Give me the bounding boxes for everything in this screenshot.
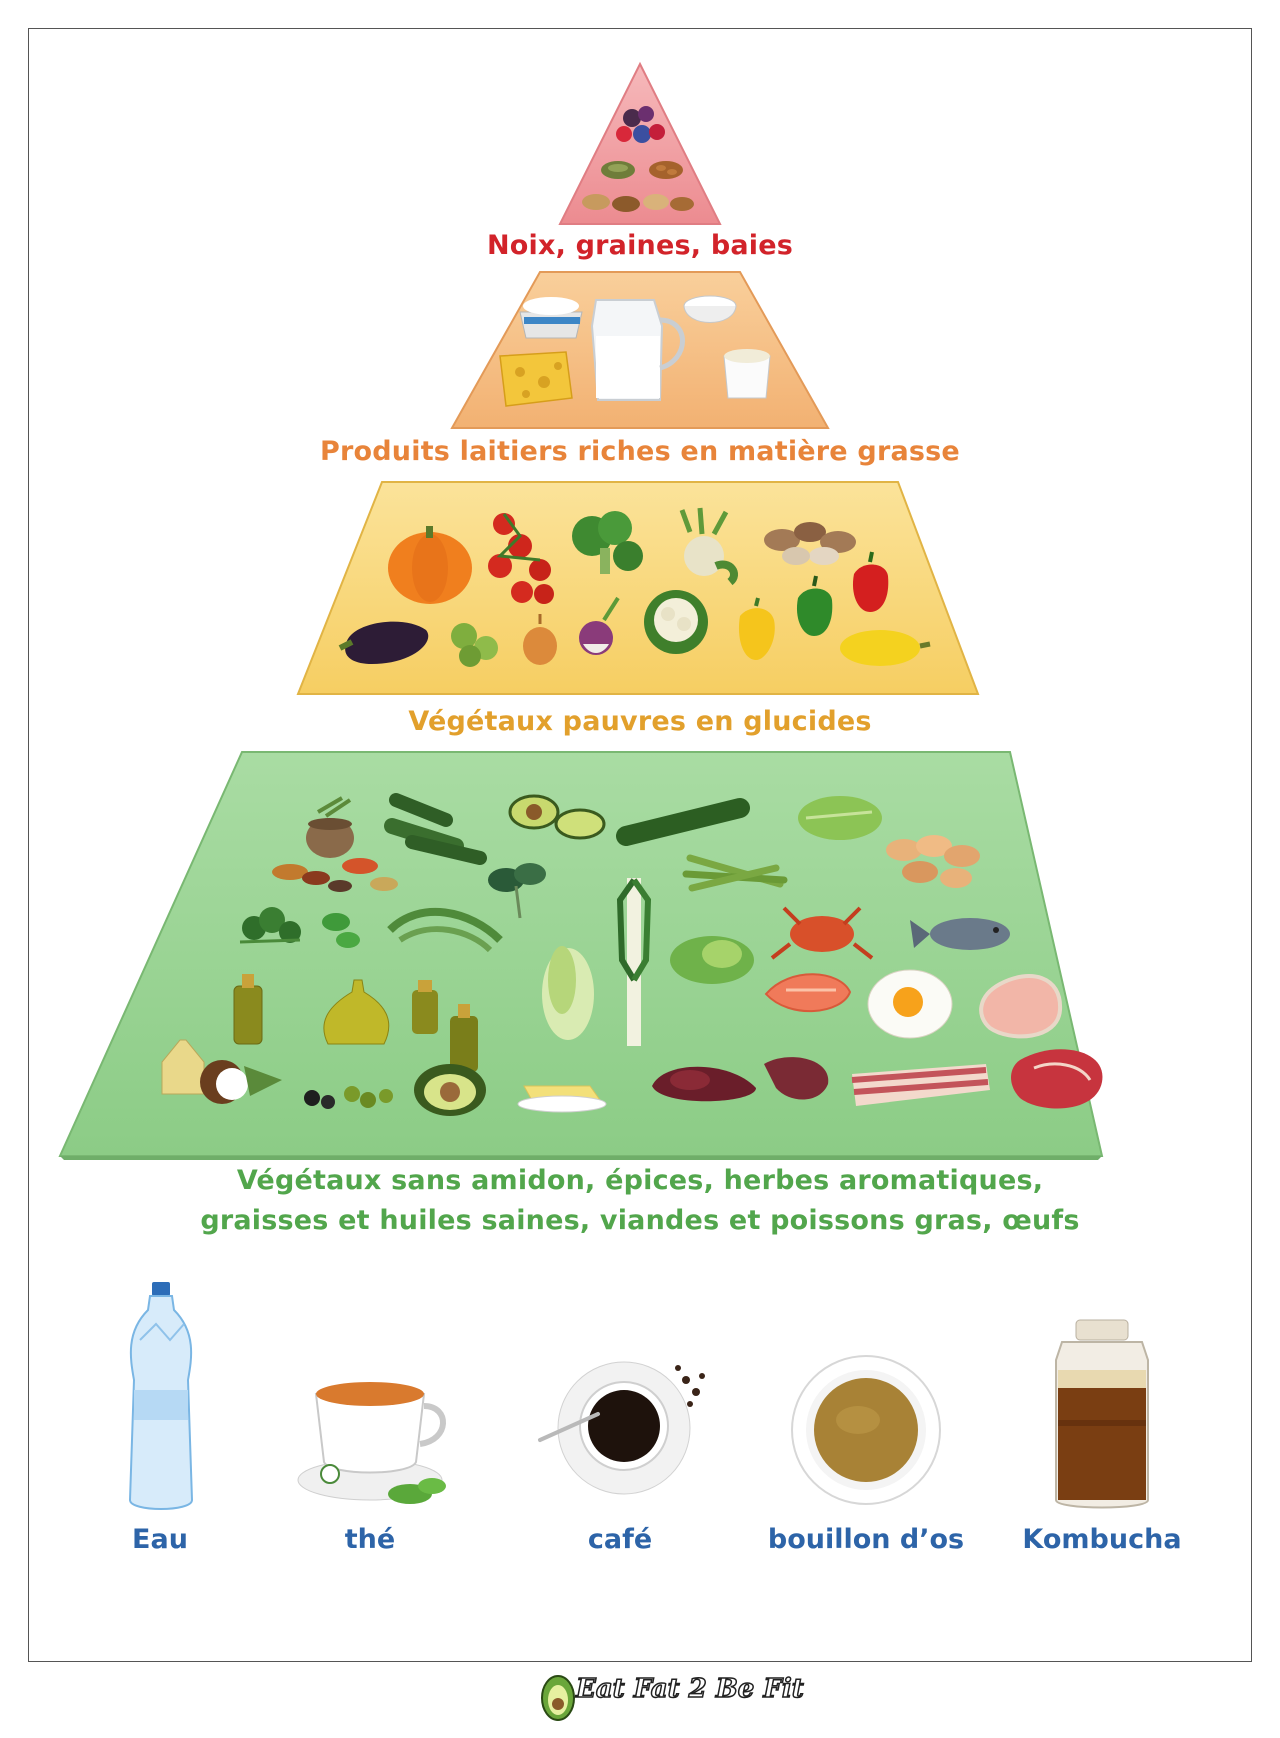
napa-cabbage-icon [542,946,594,1040]
romaine-icon [670,936,754,984]
drink-label-water: Eau [132,1524,188,1555]
kale-icon [488,863,546,919]
tier-label-low-carb-vegetables: Végétaux pauvres en glucides [408,706,872,737]
tier-label-nuts-seeds-berries: Noix, graines, baies [486,230,794,261]
drink-label-coffee: café [587,1524,653,1555]
drink-label-tea: thé [344,1524,396,1555]
tier-low-carb-vegetables [296,481,980,695]
tier-label-base-line1: Végétaux sans amidon, épices, herbes aro… [236,1165,1044,1196]
lettuce-icon [798,796,882,840]
cucumber-icon [616,798,750,846]
drink-kombucha: Kombucha [1002,1280,1202,1555]
drink-label-bone-broth: bouillon d’os [767,1524,965,1555]
coconut-icon [200,1060,282,1104]
berries-icon [616,106,665,143]
chicken-icon [886,835,980,888]
olive-oil-icon [161,974,478,1095]
broccoli-icon [572,511,643,574]
brussels-sprouts-icon [451,623,498,667]
yogurt-bowl-icon [683,295,737,323]
salmon-icon [764,973,852,1013]
drink-label-kombucha: Kombucha [1022,1524,1182,1555]
tier-base [58,751,1104,1160]
leek-icon [616,878,652,1046]
dill-icon [387,907,503,953]
milk-jug-icon [590,299,685,401]
liver-icon [652,1066,756,1102]
fried-egg-icon [867,969,953,1039]
eggplant-icon [338,621,429,664]
almonds-icon [649,161,683,179]
drink-coffee: café [520,1280,720,1555]
poster-frame [28,28,1252,1662]
yellow-pepper-icon [738,597,775,660]
cream-cheese-icon [519,297,583,339]
asparagus-icon [682,854,788,892]
avocado-icon [508,794,606,840]
brand-logo: Eat Fat 2 Be Fit [538,1666,804,1726]
coffee-cup-icon [538,1361,705,1495]
turnip-icon [579,596,620,655]
tier-label-base-line2: graisses et huiles saines, viandes et po… [200,1205,1080,1236]
red-pepper-icon [852,551,889,612]
seeds-icon [601,161,635,179]
tomatoes-icon [488,513,554,604]
green-pepper-icon [796,575,833,636]
kombucha-jar-icon [1055,1319,1149,1509]
mushrooms-icon [764,522,856,565]
olives-icon [304,1086,393,1109]
cauliflower-icon [644,590,708,654]
yogurt-cup-icon [723,349,771,399]
tier-full-fat-dairy [450,271,830,429]
bacon-icon [851,1064,990,1106]
butter-icon [517,1085,607,1113]
logo-text: Eat Fat 2 Be Fit [575,1673,804,1705]
nuts-icon [582,194,694,212]
basil-icon [322,913,360,948]
water-bottle-icon [128,1282,194,1510]
spaghetti-squash-icon [840,630,931,666]
celeriac-icon [679,507,738,586]
spices-icon [272,796,398,892]
parsley-icon [239,907,301,944]
fish-icon [910,918,1010,950]
avocado-logo-icon [541,1675,575,1721]
pumpkin-icon [388,526,472,604]
heart-icon [764,1057,829,1100]
drink-tea: thé [270,1280,470,1555]
tier-nuts-seeds-berries [558,61,722,225]
avocado-half-icon [414,1064,486,1116]
drink-water: Eau [60,1280,260,1555]
pork-chop-icon [979,974,1063,1039]
crab-icon [770,906,874,960]
onion-icon [523,614,557,665]
food-pyramid [58,61,1104,1160]
drink-bone-broth: bouillon d’os [766,1280,966,1555]
zucchini-icon [384,793,487,865]
steak-icon [1011,1049,1103,1109]
cheese-icon [499,351,573,407]
tea-cup-icon [297,1382,446,1504]
bone-broth-icon [791,1355,941,1505]
tier-label-full-fat-dairy: Produits laitiers riches en matière gras… [320,436,960,467]
